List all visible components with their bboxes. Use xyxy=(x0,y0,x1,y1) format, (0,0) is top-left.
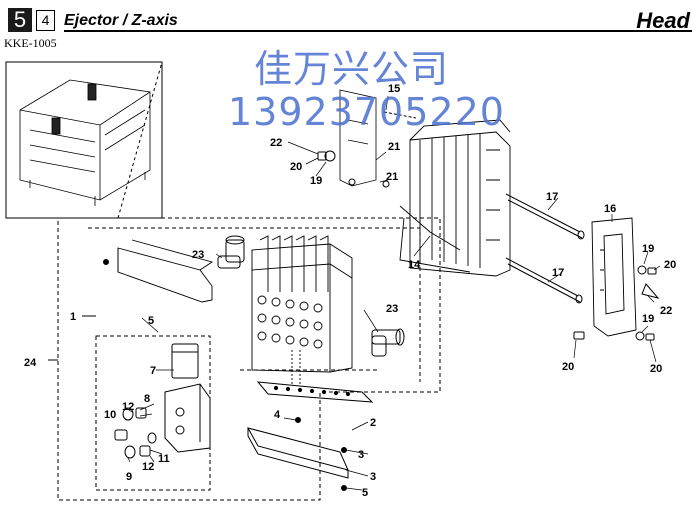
cover-plate xyxy=(117,239,214,303)
callout-23a: 23 xyxy=(192,249,204,261)
callout-20d: 20 xyxy=(650,363,662,375)
base-plate-2 xyxy=(256,381,374,403)
watermark-phone-number: 13923705220 xyxy=(228,90,505,134)
screws xyxy=(295,417,347,491)
warning-label-22 xyxy=(641,283,660,299)
small-fittings xyxy=(114,407,157,459)
page-title: Ejector / Z-axis xyxy=(64,12,178,29)
callout-14: 14 xyxy=(408,259,421,271)
callout-5b: 5 xyxy=(362,487,368,499)
section-title: Head xyxy=(636,8,690,33)
callout-21b: 21 xyxy=(386,171,398,183)
callout-21a: 21 xyxy=(388,141,400,153)
callout-24: 24 xyxy=(24,357,37,369)
bracket-3 xyxy=(246,427,349,479)
guide-rods-17 xyxy=(505,193,585,304)
callout-10: 10 xyxy=(104,409,116,421)
callout-15: 16 xyxy=(604,203,616,215)
ejector-unit-stack xyxy=(399,119,511,277)
right-fasteners xyxy=(573,265,657,341)
callout-9: 9 xyxy=(126,471,132,483)
machine-overview-drawing xyxy=(19,79,151,206)
page-number-major: 5 xyxy=(8,8,32,32)
model-number: KKE-1005 xyxy=(4,36,57,50)
subassembly-6-boundary xyxy=(95,335,211,491)
callout-11: 11 xyxy=(158,453,170,465)
callout-19a: 19 xyxy=(310,175,322,187)
callout-8: 8 xyxy=(144,393,150,405)
callout-2: 2 xyxy=(370,417,376,429)
callout-3: 3 xyxy=(370,471,376,483)
assembly-1-boundary xyxy=(57,217,441,501)
valve-manifold xyxy=(251,235,353,386)
page-header: 5 4 Ejector / Z-axis Head xyxy=(0,0,700,40)
solenoid-valve-6 xyxy=(164,343,211,453)
watermark-company-name: 佳万兴公司 xyxy=(254,47,450,91)
callout-19c: 19 xyxy=(642,313,654,325)
callout-20a: 20 xyxy=(290,161,302,173)
callout-19b: 19 xyxy=(642,243,654,255)
callout-23b: 23 xyxy=(386,303,398,315)
header-rule xyxy=(64,30,692,32)
elbow-fitting-23-lower xyxy=(371,328,405,357)
elbow-fitting-23-upper xyxy=(217,235,245,269)
callout-12b: 12 xyxy=(142,461,154,473)
callout-22b: 22 xyxy=(660,305,672,317)
callout-7: 7 xyxy=(150,365,156,377)
mounting-plate-15 xyxy=(591,217,637,337)
callout-17a: 17 xyxy=(546,191,558,203)
callout-1: 1 xyxy=(70,311,76,323)
callout-22a: 22 xyxy=(270,137,282,149)
callout-4: 3 xyxy=(358,449,364,461)
washer-screw-upper xyxy=(317,150,336,162)
callout-20c: 20 xyxy=(562,361,574,373)
page-number-minor: 4 xyxy=(36,10,55,31)
bracket-16 xyxy=(339,89,377,187)
callout-16: 15 xyxy=(388,83,400,95)
callout-20b: 20 xyxy=(664,259,676,271)
callout-12a: 12 xyxy=(122,401,134,413)
callout-6: 5 xyxy=(148,315,154,327)
callout-5a: 4 xyxy=(274,409,281,421)
callout-17b: 17 xyxy=(552,267,564,279)
